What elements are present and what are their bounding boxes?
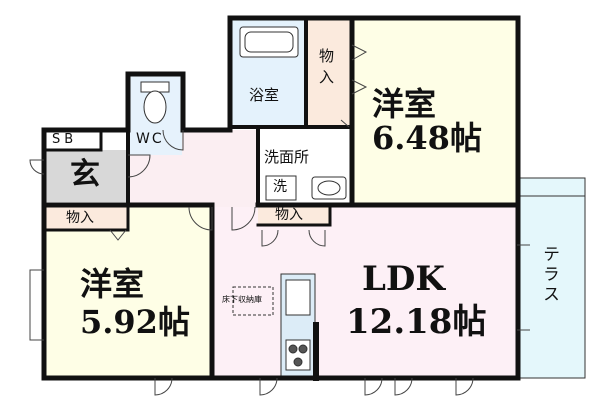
storage-top-area	[306, 19, 352, 127]
toilet-bowl	[143, 90, 167, 124]
underfloor-storage-outline	[232, 286, 274, 316]
fixtures	[140, 26, 585, 379]
shoebox-area	[45, 130, 101, 150]
storage-left-area	[45, 207, 128, 230]
walls	[41, 15, 521, 381]
washing-machine-space	[265, 175, 297, 201]
western-room-2-size: 5.92帖	[80, 303, 190, 341]
toilet-label: WC	[136, 131, 164, 147]
ldk-name: LDK	[362, 259, 445, 299]
ldk-area	[212, 207, 518, 378]
ldk-size: 12.18帖	[346, 302, 487, 342]
bathroom-label: 浴室	[249, 86, 280, 104]
storage-top-label: 物入	[317, 48, 335, 90]
western-room-1-area	[352, 19, 518, 207]
terrace-area	[519, 177, 586, 379]
bathtub	[239, 26, 299, 58]
shoebox-label: SB	[52, 132, 78, 147]
western-room-1-name: 洋室	[372, 85, 437, 123]
washroom-label: 洗面所	[264, 148, 310, 166]
underfloor-storage-label: 床下収納庫	[222, 295, 262, 304]
western-room-1-size: 6.48帖	[372, 119, 482, 157]
entrance-label: 玄	[70, 157, 100, 192]
western-room-2-area	[45, 207, 212, 378]
washbasin	[311, 176, 347, 200]
door-swings	[29, 44, 530, 396]
terrace-label: テラス	[539, 245, 559, 305]
entrance-area	[45, 150, 129, 202]
wash-mark-label: 洗	[273, 179, 287, 195]
storage-left-label: 物入	[66, 210, 94, 226]
western-room-2-name: 洋室	[80, 265, 145, 303]
storage-mid-area	[258, 207, 330, 225]
storage-mid-label: 物入	[275, 207, 303, 223]
room-fills	[45, 19, 586, 379]
